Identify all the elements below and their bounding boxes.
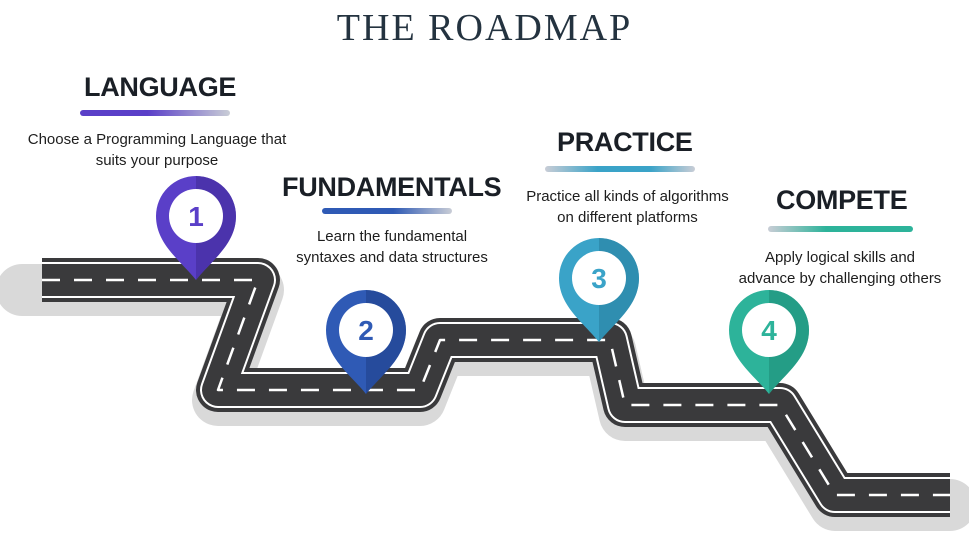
step-4-desc-line-1: Apply logical skills and — [764, 249, 916, 266]
pin-4-marker: 4 — [729, 290, 809, 394]
step-3-description: Practice all kinds of algorithms on diff… — [510, 186, 745, 228]
step-4-description: Apply logical skills and advance by chal… — [725, 247, 955, 289]
step-2-desc-line-2: syntaxes and data structures — [296, 249, 488, 266]
step-1-heading: LANGUAGE — [84, 72, 237, 102]
step-3-desc-line-2: on different platforms — [557, 209, 698, 226]
step-3-desc-line-1: Practice all kinds of algorithms — [526, 188, 729, 205]
step-4-heading: COMPETE — [776, 185, 908, 215]
step-2-heading: FUNDAMENTALS — [282, 172, 502, 202]
pin-1-marker: 1 — [156, 176, 236, 280]
pin-4-number: 4 — [761, 315, 777, 346]
page-title: THE ROADMAP — [336, 7, 633, 49]
step-2-desc-line-1: Learn the fundamental — [316, 228, 468, 245]
step-2-description: Learn the fundamental syntaxes and data … — [282, 226, 502, 268]
pin-3-marker: 3 — [559, 238, 639, 342]
road-center-dashes — [42, 278, 950, 497]
pin-2-number: 2 — [358, 315, 374, 346]
step-2-underline — [322, 208, 452, 214]
step-3-heading: PRACTICE — [557, 127, 693, 157]
step-1-desc-line-2: suits your purpose — [95, 152, 219, 169]
step-1-underline — [80, 110, 230, 116]
pin-1-number: 1 — [188, 201, 204, 232]
pin-2-marker: 2 — [326, 290, 406, 394]
pin-3-number: 3 — [591, 263, 607, 294]
step-1-desc-line-1: Choose a Programming Language that — [27, 131, 287, 148]
step-4-underline — [768, 226, 913, 232]
step-4-desc-line-2: advance by challenging others — [738, 270, 942, 287]
step-1-description: Choose a Programming Language that suits… — [12, 129, 302, 171]
step-3-underline — [545, 166, 695, 172]
